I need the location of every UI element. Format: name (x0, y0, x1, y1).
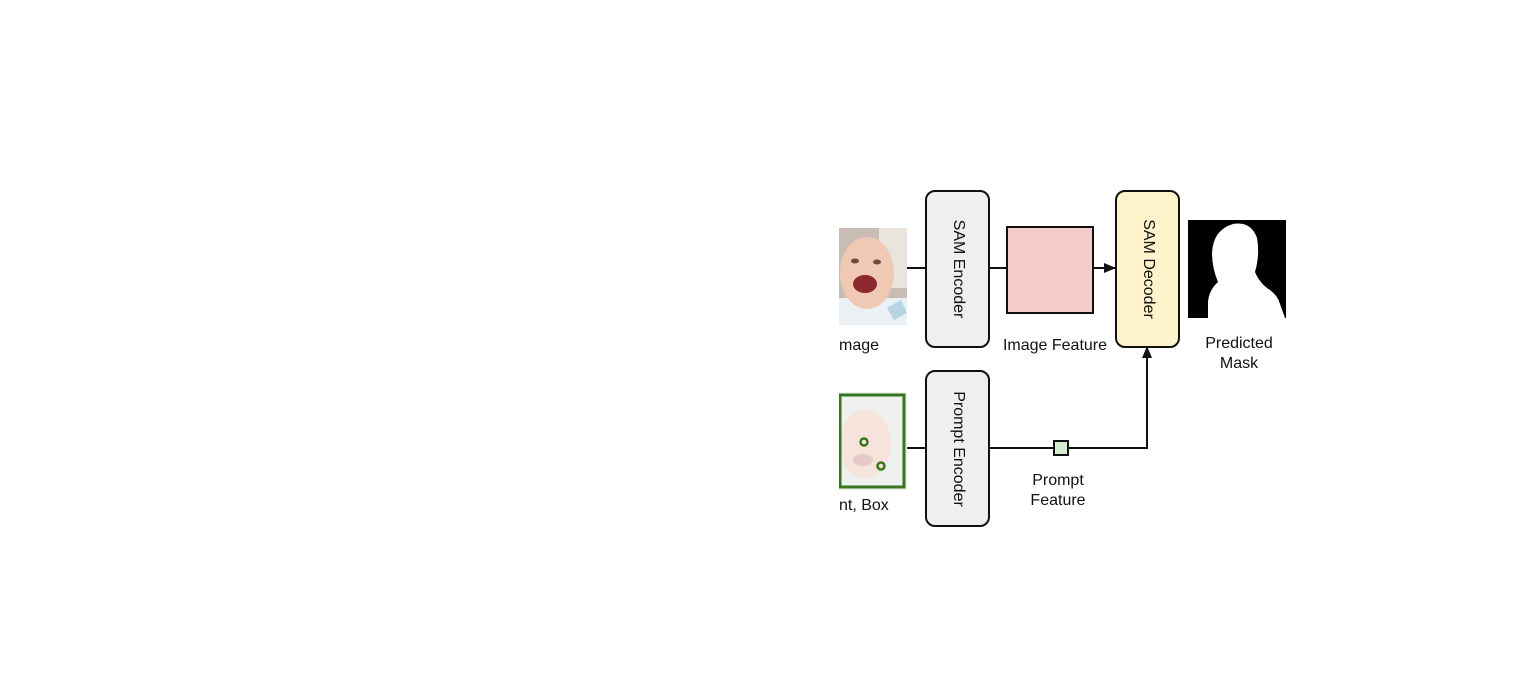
sam-encoder-label: SAM Encoder (949, 219, 967, 319)
sam-encoder-box: SAM Encoder (925, 190, 990, 348)
predicted-mask-label-1: Predicted (1205, 335, 1273, 352)
input-image-label: mage (839, 337, 880, 354)
prompt-feature-label-1: Prompt (1032, 472, 1084, 489)
prompt-encoder-label: Prompt Encoder (949, 390, 967, 507)
predicted-mask-image (1188, 220, 1286, 318)
input-image (839, 228, 907, 325)
prompt-feature-label-2: Feature (1030, 492, 1086, 509)
prompt-point-icon (876, 461, 886, 471)
sam-decoder-label: SAM Decoder (1139, 219, 1157, 319)
sam-decoder-box: SAM Decoder (1115, 190, 1180, 348)
prompt-input-label: nt, Box (839, 497, 889, 514)
predicted-mask-label-2: Mask (1219, 355, 1259, 372)
prompt-image (839, 392, 907, 490)
image-feature-block (1006, 226, 1094, 314)
image-feature-label: Image Feature (1002, 337, 1108, 354)
prompt-point-icon (859, 437, 869, 447)
arrow-prompt-feature-to-decoder (1069, 346, 1152, 449)
prompt-box (839, 393, 906, 489)
prompt-feature-block (1053, 440, 1069, 456)
prompt-encoder-box: Prompt Encoder (925, 370, 990, 527)
